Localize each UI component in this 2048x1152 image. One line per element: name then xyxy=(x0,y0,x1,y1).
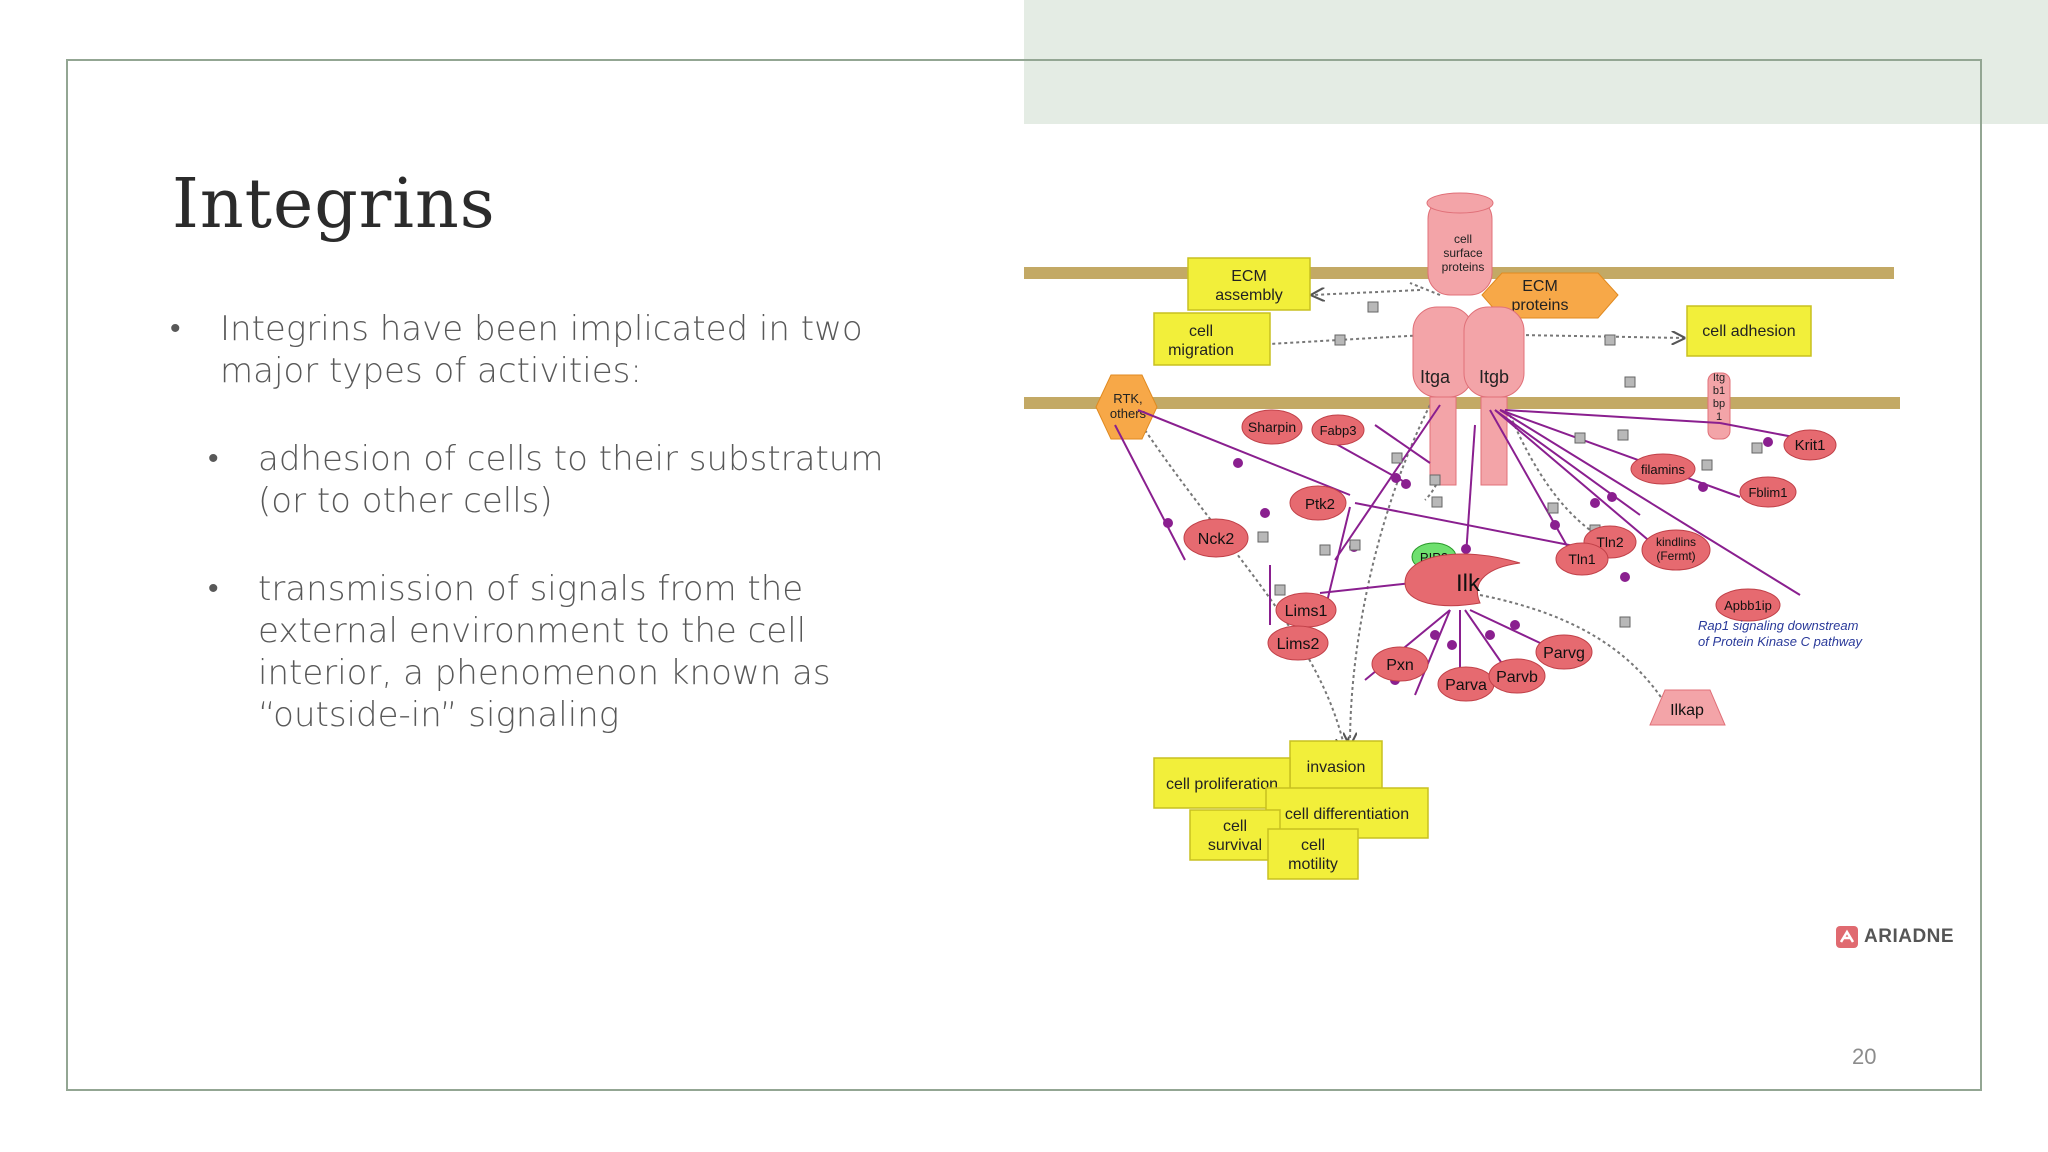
svg-text:RTK,others: RTK,others xyxy=(1110,391,1147,421)
rap1-note: Rap1 signaling downstream of Protein Kin… xyxy=(1698,618,1864,649)
svg-text:kindlins(Fermt): kindlins(Fermt) xyxy=(1656,535,1696,563)
cell-differentiation-label: cell differentiation xyxy=(1285,806,1409,823)
lims1-node: Lims1 xyxy=(1275,592,1337,628)
cell-adhesion-label: cell adhesion xyxy=(1702,323,1795,340)
interaction-edges xyxy=(1114,404,1826,696)
ilk-node: Ilk xyxy=(1404,553,1521,607)
parva-node: Parva xyxy=(1437,666,1495,702)
nck2-label: Nck2 xyxy=(1198,531,1235,548)
accent-block xyxy=(1024,0,2048,124)
process-box-cell-adhesion: cell adhesion xyxy=(1686,305,1812,357)
ariadne-logo-icon xyxy=(1836,926,1858,948)
rap1-note-line1: Rap1 signaling downstream xyxy=(1698,618,1859,633)
kindlins-node: kindlins(Fermt) xyxy=(1641,529,1711,571)
parvb-label: Parvb xyxy=(1496,669,1538,686)
filamins-label: filamins xyxy=(1641,462,1686,477)
krit1-label: Krit1 xyxy=(1795,437,1826,454)
bullet-list: • Integrins have been implicated in two … xyxy=(170,308,930,736)
ariadne-logo: ARIADNE xyxy=(1834,924,1954,950)
apbb1ip-label: Apbb1ip xyxy=(1724,598,1772,613)
outcome-boxes: invasion cell proliferation cell differe… xyxy=(1153,740,1429,880)
pxn-label: Pxn xyxy=(1386,657,1414,674)
pxn-node: Pxn xyxy=(1371,646,1429,682)
parva-label: Parva xyxy=(1445,677,1487,694)
tln1-node: Tln1 xyxy=(1555,542,1609,576)
fabp3-label: Fabp3 xyxy=(1320,423,1357,438)
rap1-note-line2: of Protein Kinase C pathway xyxy=(1698,634,1864,649)
lims2-node: Lims2 xyxy=(1267,625,1329,661)
bullet-text: adhesion of cells to their substratum (o… xyxy=(258,439,884,521)
sharpin-label: Sharpin xyxy=(1248,419,1296,435)
ilk-label: Ilk xyxy=(1456,570,1481,597)
rtk-others-node: RTK,others xyxy=(1095,374,1158,440)
itgb-label: Itgb xyxy=(1479,367,1509,387)
lims1-label: Lims1 xyxy=(1285,603,1328,620)
tln1-label: Tln1 xyxy=(1568,551,1595,567)
fblim1-label: Fblim1 xyxy=(1748,485,1787,500)
itga-receptor: Itga xyxy=(1412,306,1474,486)
bullet-dot-icon: • xyxy=(208,571,219,606)
apbb1ip-node: Apbb1ip xyxy=(1715,588,1781,622)
krit1-node: Krit1 xyxy=(1783,429,1837,461)
fblim1-node: Fblim1 xyxy=(1739,476,1797,508)
bullet-dot-icon: • xyxy=(170,311,181,346)
bullet-text: Integrins have been implicated in two ma… xyxy=(220,309,863,391)
parvg-label: Parvg xyxy=(1543,645,1585,662)
sub-bullet-item: • adhesion of cells to their substratum … xyxy=(170,438,930,522)
ptk2-node: Ptk2 xyxy=(1289,485,1347,521)
ecm-assembly-line1: ECM xyxy=(1231,268,1267,285)
page-number: 20 xyxy=(1852,1044,1877,1069)
parvb-node: Parvb xyxy=(1488,658,1546,694)
sharpin-node: Sharpin xyxy=(1241,409,1303,445)
bullet-item: • Integrins have been implicated in two … xyxy=(170,308,930,392)
cell-proliferation-label: cell proliferation xyxy=(1166,776,1278,793)
slide-title: Integrins xyxy=(172,165,496,244)
edge-endpoints xyxy=(1163,437,1773,685)
itga-label: Itga xyxy=(1420,367,1451,387)
filamins-node: filamins xyxy=(1630,453,1696,485)
slide-frame xyxy=(66,59,1982,1091)
fabp3-node: Fabp3 xyxy=(1311,414,1365,446)
ilkap-node: Ilkap xyxy=(1649,689,1726,726)
invasion-label: invasion xyxy=(1307,759,1366,776)
ilkap-label: Ilkap xyxy=(1670,702,1704,719)
sub-bullet-item: • transmission of signals from the exter… xyxy=(170,568,930,736)
edge-modifiers xyxy=(1257,301,1763,628)
lims2-label: Lims2 xyxy=(1277,636,1320,653)
tln2-label: Tln2 xyxy=(1596,534,1623,550)
bullet-dot-icon: • xyxy=(208,441,219,476)
bullet-text: transmission of signals from the externa… xyxy=(258,569,831,735)
ptk2-label: Ptk2 xyxy=(1305,496,1335,513)
ariadne-logo-text: ARIADNE xyxy=(1864,926,1955,947)
inner-membrane xyxy=(1024,397,1900,409)
parvg-node: Parvg xyxy=(1535,634,1593,670)
nck2-node: Nck2 xyxy=(1183,518,1249,558)
